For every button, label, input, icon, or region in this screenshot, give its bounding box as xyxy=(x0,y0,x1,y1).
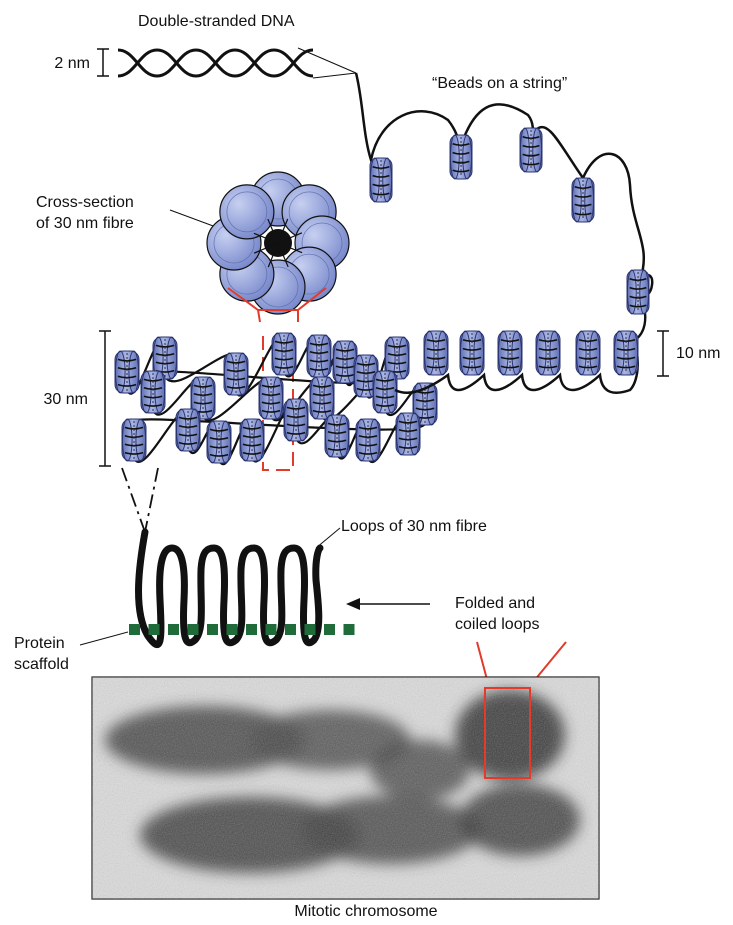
nucleosome xyxy=(122,419,146,461)
beads-on-string xyxy=(370,128,649,314)
scaffold-pointer xyxy=(80,632,128,645)
scaffold-protein xyxy=(305,624,316,635)
scaffold-protein xyxy=(149,624,160,635)
dna-label: Double-stranded DNA xyxy=(138,13,295,30)
nucleosome xyxy=(259,377,283,419)
beads-label: “Beads on a string” xyxy=(432,75,567,92)
scaffold-protein xyxy=(188,624,199,635)
cross-section-label-line1: Cross-section xyxy=(36,194,134,211)
nucleosome xyxy=(307,335,331,377)
cross-section-label-line2: of 30 nm fibre xyxy=(36,215,134,232)
nucleosome xyxy=(141,371,165,413)
scale-label-30nm: 30 nm xyxy=(44,391,88,408)
nucleosome xyxy=(536,331,560,375)
nucleosome xyxy=(373,371,397,413)
loops-label: Loops of 30 nm fibre xyxy=(341,518,487,535)
nucleosome xyxy=(424,331,448,375)
nucleosome xyxy=(396,413,420,455)
scaffold-protein xyxy=(285,624,296,635)
scaffold-protein xyxy=(207,624,218,635)
scaffold-protein xyxy=(344,624,355,635)
nucleosome xyxy=(356,419,380,461)
linker-dna-strand xyxy=(356,73,652,342)
nucleosome xyxy=(370,158,392,202)
nucleosome xyxy=(614,331,638,375)
nucleosome xyxy=(572,178,594,222)
nucleosome xyxy=(310,377,334,419)
dna-double-helix xyxy=(118,50,313,76)
nucleosome xyxy=(176,409,200,451)
nucleosome xyxy=(450,135,472,179)
scaffold-protein xyxy=(129,624,140,635)
thirty-nm-fibre xyxy=(115,333,437,463)
folded-loops-label-line2: coiled loops xyxy=(455,616,540,633)
protein-scaffold-label-line2: scaffold xyxy=(14,656,69,673)
arrow-left xyxy=(346,598,430,610)
mitotic-chromosome-label: Mitotic chromosome xyxy=(294,903,437,920)
scale-bar-10nm xyxy=(657,331,669,376)
mitotic-chromosome-micrograph xyxy=(92,677,599,899)
nucleosome xyxy=(224,353,248,395)
scaffold-protein xyxy=(246,624,257,635)
nucleosome xyxy=(207,421,231,463)
scale-label-2nm: 2 nm xyxy=(54,55,90,72)
nucleosome xyxy=(240,419,264,461)
scaffold-protein xyxy=(266,624,277,635)
nucleosome xyxy=(115,351,139,393)
nucleosome xyxy=(460,331,484,375)
ten-nm-fibre xyxy=(424,331,638,375)
scale-label-10nm: 10 nm xyxy=(676,345,720,362)
scaffold-protein xyxy=(168,624,179,635)
nucleosome xyxy=(576,331,600,375)
nucleosome xyxy=(498,331,522,375)
nucleosome xyxy=(333,341,357,383)
nucleosome xyxy=(520,128,542,172)
nucleosome xyxy=(284,399,308,441)
cross-section-nucleosome xyxy=(220,185,274,239)
nucleosome xyxy=(272,333,296,375)
protein-scaffold-label-line1: Protein xyxy=(14,635,65,652)
scale-bar-30nm xyxy=(99,331,111,466)
folded-loops-label-line1: Folded and xyxy=(455,595,535,612)
nucleosome xyxy=(627,270,649,314)
scaffold-protein xyxy=(227,624,238,635)
scale-bar-2nm xyxy=(97,49,109,76)
fibre-to-loop-connector xyxy=(122,468,158,532)
scaffold-protein xyxy=(324,624,335,635)
nucleosome xyxy=(325,415,349,457)
fibre-cross-section xyxy=(207,172,349,314)
